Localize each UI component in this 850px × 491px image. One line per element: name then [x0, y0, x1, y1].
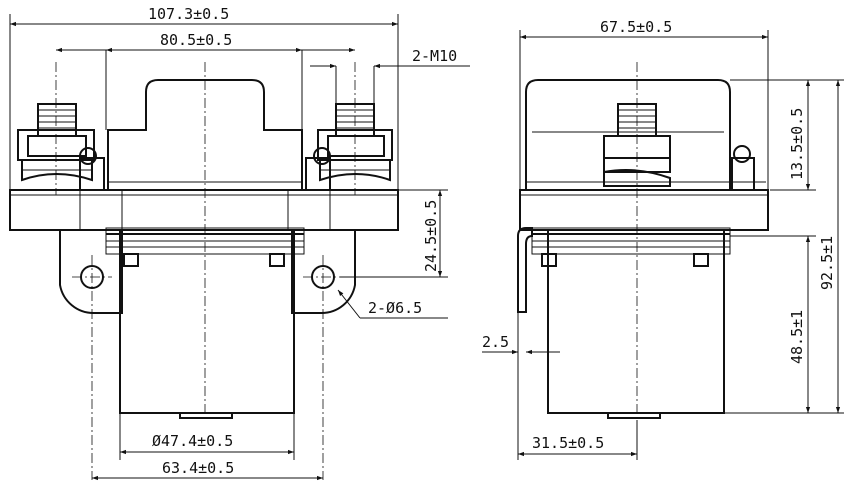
dim-terminal-spacing: 80.5±0.5: [160, 31, 232, 49]
side-base-plate: [519, 189, 769, 231]
dim-hole-spacing: 63.4±0.5: [162, 459, 234, 477]
right-terminal: [305, 103, 393, 191]
dim-cap-height: 13.5±0.5: [788, 108, 806, 180]
left-terminal: [17, 103, 105, 191]
side-bracket: [517, 227, 533, 313]
dim-side-width: 67.5±0.5: [600, 18, 672, 36]
dim-bracket-thickness: 2.5: [482, 333, 509, 351]
side-coil-body: [547, 229, 725, 414]
left-mount-ear: [59, 230, 123, 315]
side-terminal: [603, 103, 755, 191]
coil-body: [119, 229, 295, 414]
dim-mount-height: 24.5±0.5: [422, 200, 440, 272]
side-cap: [525, 79, 731, 190]
side-view: 67.5±0.5 13.5±0.5 92.5±1 48.5±1 2.5 31.5…: [482, 18, 844, 460]
dim-hole: 2-Ø6.5: [368, 299, 422, 317]
front-view: 107.3±0.5 80.5±0.5 2-M10 24.5±0.5 2-Ø6.5…: [9, 5, 470, 481]
dim-body-diameter: Ø47.4±0.5: [152, 432, 233, 450]
right-mount-ear: [291, 230, 356, 315]
base-plate: [9, 189, 399, 231]
dim-total-height: 92.5±1: [818, 236, 836, 290]
dim-thread: 2-M10: [412, 47, 457, 65]
coil-bottom-tab: [179, 412, 233, 419]
dim-bracket-offset: 31.5±0.5: [532, 434, 604, 452]
dim-body-height: 48.5±1: [788, 310, 806, 364]
dim-overall-width: 107.3±0.5: [148, 5, 229, 23]
